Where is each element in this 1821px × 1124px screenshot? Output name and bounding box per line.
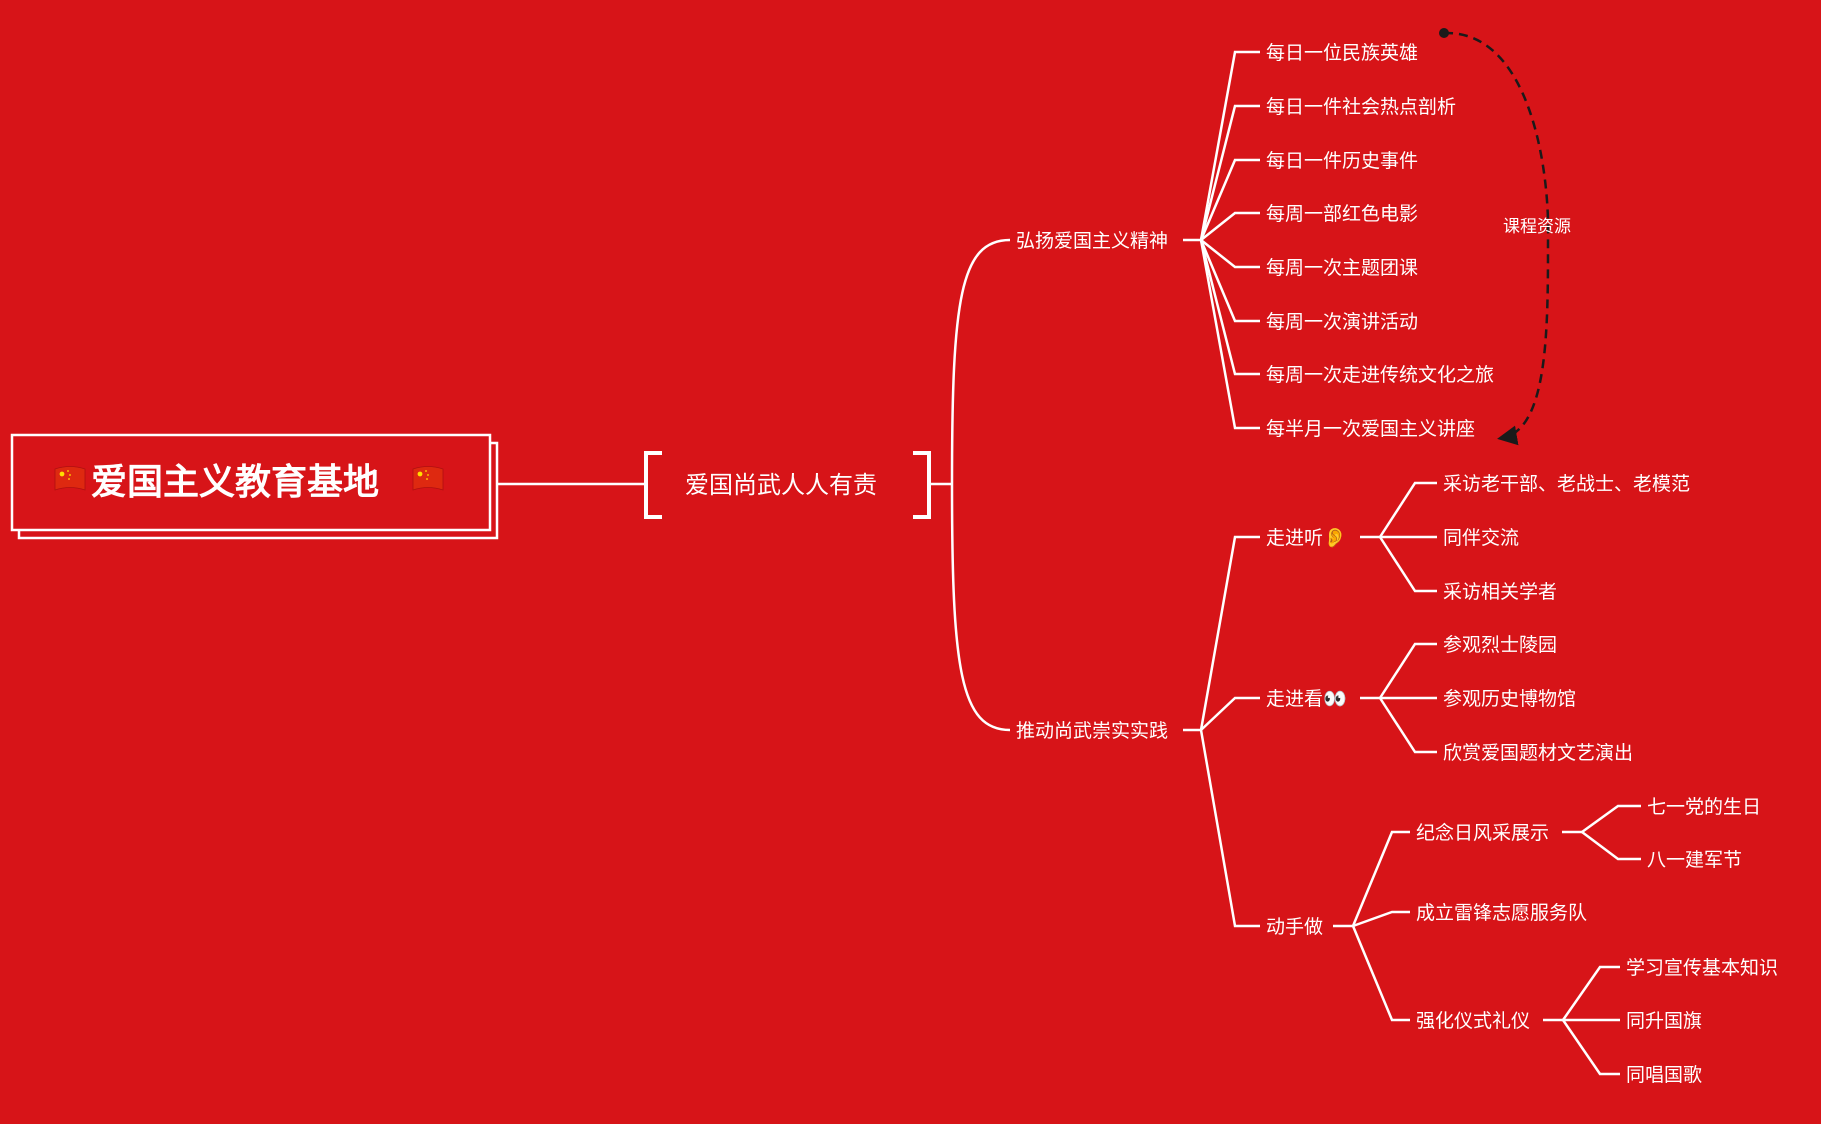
topic-daily-hero[interactable]: 每日一位民族英雄 — [1266, 42, 1418, 64]
edge-do-c2 — [1352, 910, 1410, 928]
edge-anniv-c1 — [1581, 804, 1641, 834]
root-title: 爱国主义教育基地 — [91, 462, 379, 503]
topic-daily-history[interactable]: 每日一件历史事件 — [1266, 150, 1418, 172]
edge-cer-c3 — [1561, 1019, 1620, 1076]
edge-b1-c3 — [1199, 158, 1260, 241]
edge-b1-c7 — [1199, 239, 1260, 376]
topic-peer-exchange[interactable]: 同伴交流 — [1443, 527, 1519, 549]
topic-art-performance[interactable]: 欣赏爱国题材文艺演出 — [1443, 742, 1633, 764]
edge-main-branch2 — [950, 483, 1011, 732]
topic-daily-social[interactable]: 每日一件社会热点剖析 — [1266, 96, 1456, 118]
topic-weekly-speech[interactable]: 每周一次演讲活动 — [1266, 311, 1418, 333]
topic-weekly-culture[interactable]: 每周一次走进传统文化之旅 — [1266, 364, 1494, 386]
flag-right-icon — [412, 466, 444, 491]
edge-b1-c6 — [1199, 239, 1260, 323]
edge-b2-do — [1199, 729, 1260, 928]
topic-listen[interactable]: 走进听👂 — [1266, 526, 1347, 549]
edge-b1-c4 — [1200, 211, 1260, 241]
edge-b1-c1 — [1199, 50, 1260, 241]
topic-leifeng-team[interactable]: 成立雷锋志愿服务队 — [1416, 902, 1587, 924]
topic-raise-flag[interactable]: 同升国旗 — [1626, 1010, 1702, 1032]
main-bracket-right — [913, 451, 931, 519]
topic-do[interactable]: 动手做 — [1266, 916, 1323, 938]
annotation-arc — [1443, 31, 1550, 446]
edge-b2-see — [1200, 696, 1260, 731]
topic-weekly-movie[interactable]: 每周一部红色电影 — [1266, 203, 1418, 225]
edge-listen-c3 — [1378, 536, 1437, 593]
edge-do-c3 — [1351, 925, 1410, 1022]
flag-left-icon — [54, 466, 86, 491]
topic-history-museum[interactable]: 参观历史博物馆 — [1443, 688, 1576, 710]
main-topic[interactable]: 爱国尚武人人有责 — [685, 471, 877, 499]
topic-ceremony[interactable]: 强化仪式礼仪 — [1416, 1010, 1530, 1032]
topic-anniversary[interactable]: 纪念日风采展示 — [1416, 821, 1549, 844]
edge-b1-c2 — [1199, 104, 1260, 241]
edge-anniv-c2 — [1581, 831, 1641, 861]
branch-practice[interactable]: 推动尚武崇实实践 — [1016, 720, 1168, 742]
edge-b2-listen — [1199, 535, 1260, 731]
root-node[interactable]: 爱国主义教育基地 — [10, 433, 499, 540]
topic-interview-scholars[interactable]: 采访相关学者 — [1443, 581, 1557, 603]
connectors — [496, 50, 1641, 1076]
topic-interview-veterans[interactable]: 采访老干部、老战士、老模范 — [1443, 473, 1690, 495]
edge-b1-c5 — [1200, 239, 1260, 269]
topic-biweekly-lecture[interactable]: 每半月一次爱国主义讲座 — [1266, 418, 1475, 440]
topic-august-first[interactable]: 八一建军节 — [1647, 849, 1742, 871]
edge-see-c1 — [1378, 642, 1437, 699]
edge-do-c1 — [1351, 830, 1410, 927]
topic-july-first[interactable]: 七一党的生日 — [1647, 796, 1761, 818]
topic-sing-anthem[interactable]: 同唱国歌 — [1626, 1064, 1702, 1086]
topic-learn-knowledge[interactable]: 学习宣传基本知识 — [1626, 957, 1778, 979]
topic-martyrs-cemetery[interactable]: 参观烈士陵园 — [1443, 634, 1557, 656]
edge-b1-c8 — [1199, 239, 1260, 430]
edge-cer-c1 — [1561, 965, 1620, 1021]
edge-main-branch1 — [950, 238, 1011, 485]
topic-see[interactable]: 走进看👀 — [1266, 688, 1347, 710]
edge-see-c3 — [1378, 697, 1437, 754]
root-frame — [10, 433, 492, 532]
main-bracket-left — [644, 451, 662, 519]
topic-weekly-class[interactable]: 每周一次主题团课 — [1266, 257, 1418, 279]
annotation-label: 课程资源 — [1503, 217, 1571, 237]
edge-listen-c1 — [1378, 481, 1437, 538]
branch-promote-spirit[interactable]: 弘扬爱国主义精神 — [1016, 230, 1168, 252]
